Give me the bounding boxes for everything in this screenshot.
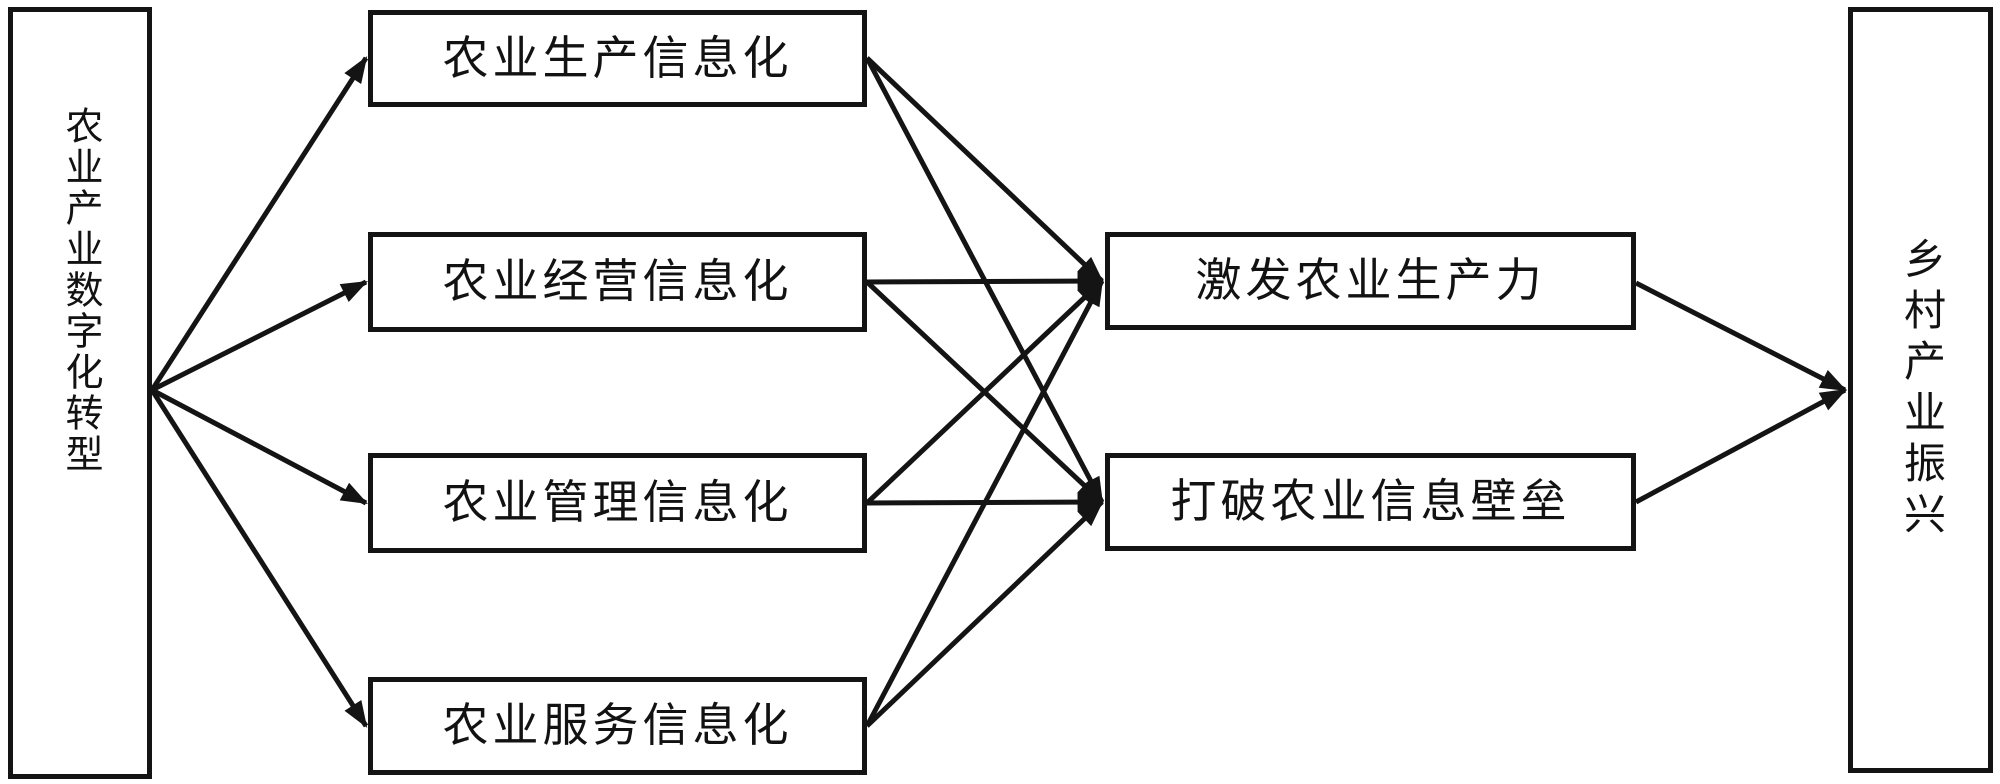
node-target: 乡村产业振兴 <box>1848 7 1993 773</box>
edge-source-management <box>150 387 368 506</box>
edge-management-barriers <box>866 492 1105 513</box>
node-production-label: 农业生产信息化 <box>442 32 793 84</box>
edge-productivity-target <box>1634 280 1847 393</box>
node-operations-label: 农业经营信息化 <box>442 256 793 307</box>
node-target-label: 乡村产业振兴 <box>1897 237 1944 543</box>
node-source: 农业产业数字化转型 <box>8 7 152 779</box>
node-management: 农业管理信息化 <box>368 453 867 553</box>
edge-barriers-target <box>1634 387 1847 505</box>
node-operations: 农业经营信息化 <box>368 232 867 332</box>
node-break-barriers: 打破农业信息壁垒 <box>1105 453 1636 551</box>
node-service-label: 农业服务信息化 <box>442 700 793 751</box>
edge-source-production <box>149 56 369 392</box>
node-source-label: 农业产业数字化转型 <box>59 106 101 475</box>
node-service: 农业服务信息化 <box>368 677 867 775</box>
edge-service-barriers <box>865 500 1104 728</box>
edge-production-productivity <box>865 56 1104 283</box>
edge-source-operations <box>150 279 368 393</box>
node-stimulate-productivity-label: 激发农业生产力 <box>1195 255 1546 306</box>
edge-production-barriers <box>864 56 1105 504</box>
node-stimulate-productivity: 激发农业生产力 <box>1105 232 1636 330</box>
node-production: 农业生产信息化 <box>368 10 867 107</box>
edge-source-service <box>149 388 369 728</box>
node-break-barriers-label: 打破农业信息壁垒 <box>1170 476 1571 527</box>
node-management-label: 农业管理信息化 <box>442 477 793 528</box>
edge-operations-barriers <box>865 280 1104 504</box>
